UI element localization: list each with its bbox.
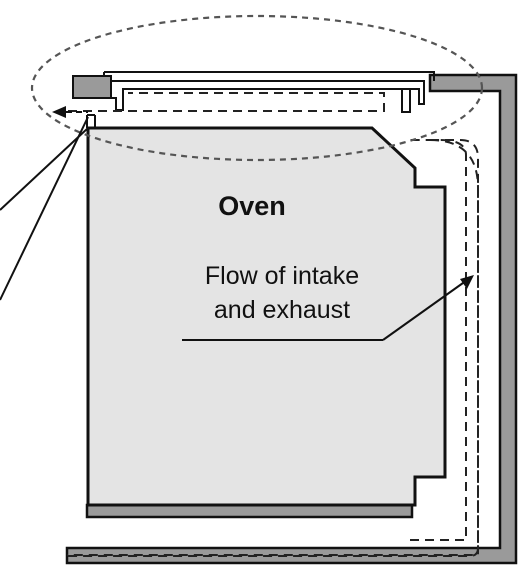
detail-highlight-ellipse <box>30 14 484 162</box>
oven-base-plate <box>85 503 414 519</box>
airflow-path <box>67 92 479 556</box>
rail-bracket <box>401 89 411 113</box>
airflow-outer-loop <box>68 139 479 557</box>
intake-arrow-head <box>52 106 66 118</box>
oven-body <box>86 126 447 507</box>
flow-arrow-head <box>460 275 474 289</box>
cabinet-wall <box>65 73 518 565</box>
vent-block <box>72 75 112 99</box>
flow-label-leader <box>382 277 471 341</box>
front-post <box>86 114 96 128</box>
leader-line-upper <box>0 127 89 211</box>
flow-label-line1: Flow of intake <box>205 262 359 290</box>
leader-line-lower <box>0 116 89 301</box>
flow-label-line2: and exhaust <box>214 296 350 324</box>
top-rail-outer <box>103 71 435 81</box>
top-rail-inner <box>111 80 425 111</box>
top-vent-rail <box>72 71 435 128</box>
oven-label: Oven <box>218 191 286 221</box>
